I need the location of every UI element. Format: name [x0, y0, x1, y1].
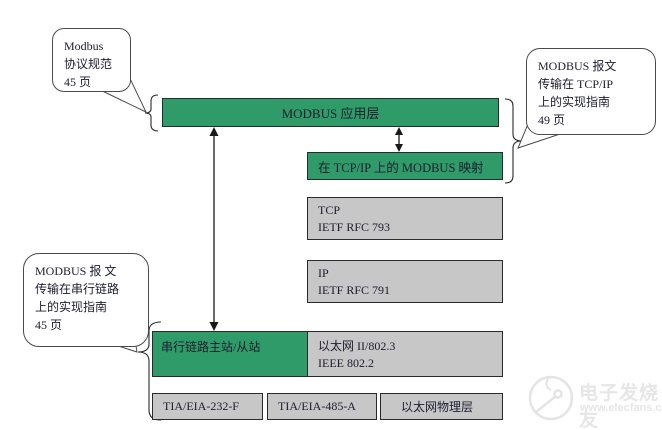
- box-tcpip-mapping: 在 TCP/IP 上的 MODBUS 映射: [307, 152, 503, 180]
- box-tia-485-label: TIA/EIA-485-A: [278, 399, 356, 413]
- callout-serial-guide-line3: 上的实现指南: [35, 300, 108, 314]
- box-ip-line1: IP: [318, 266, 329, 280]
- callout-tcpip-guide-line4: 49 页: [538, 113, 566, 127]
- box-tia-232-label: TIA/EIA-232-F: [163, 399, 239, 413]
- box-ethernet-phy-label: 以太网物理层: [401, 400, 474, 414]
- box-tcp-line1: TCP: [318, 203, 341, 217]
- box-tia-232: TIA/EIA-232-F: [152, 393, 263, 420]
- watermark-title: 电子发烧友: [579, 383, 660, 430]
- box-ip: IP IETF RFC 791: [307, 260, 503, 303]
- callout-serial-guide-line4: 45 页: [35, 318, 63, 332]
- box-tcpip-mapping-label: 在 TCP/IP 上的 MODBUS 映射: [318, 160, 484, 175]
- double-arrow-short-icon: [395, 127, 403, 152]
- double-arrow-vertical-icon: [209, 127, 219, 331]
- box-tcp: TCP IETF RFC 793: [307, 197, 503, 240]
- callout-tcpip-guide: MODBUS 报文 传输在 TCP/IP 上的实现指南 49 页: [526, 48, 656, 135]
- right-brace-icon: [504, 98, 523, 184]
- callout-serial-guide-line1: MODBUS 报 文: [35, 264, 117, 278]
- callout-tcpip-guide-line3: 上的实现指南: [538, 95, 611, 109]
- box-ip-line2: IETF RFC 791: [318, 283, 391, 297]
- callout-modbus-spec-line2: 协议规范: [64, 57, 113, 71]
- callout-modbus-spec-line1: Modbus: [64, 39, 104, 53]
- box-tia-485: TIA/EIA-485-A: [267, 393, 377, 420]
- left-brace-top-icon: [144, 94, 159, 132]
- elecfans-logo-icon: [528, 375, 574, 421]
- box-ethernet: 以太网 II/802.3 IEEE 802.2: [307, 331, 503, 377]
- box-serial-link: 串行链路主站/从站: [152, 331, 308, 377]
- box-modbus-app-layer-label: MODBUS 应用层: [281, 106, 380, 121]
- box-ethernet-line2: IEEE 802.2: [318, 356, 374, 370]
- box-tcp-line2: IETF RFC 793: [318, 220, 391, 234]
- callout-serial-guide: MODBUS 报 文 传输在串行链路 上的实现指南 45 页: [23, 253, 149, 347]
- box-ethernet-line1: 以太网 II/802.3: [318, 339, 396, 353]
- callout-tcpip-guide-line1: MODBUS 报文: [538, 59, 617, 73]
- box-modbus-app-layer: MODBUS 应用层: [162, 98, 499, 127]
- box-serial-link-label: 串行链路主站/从站: [161, 340, 261, 354]
- box-ethernet-phy: 以太网物理层: [380, 393, 503, 420]
- callout-serial-guide-line2: 传输在串行链路: [35, 282, 120, 296]
- callout-modbus-spec: Modbus 协议规范 45 页: [52, 28, 131, 92]
- callout-tcpip-guide-line2: 传输在 TCP/IP: [538, 77, 614, 91]
- watermark-url: www.elecfans.com: [580, 402, 662, 414]
- callout-modbus-spec-line3: 45 页: [64, 75, 92, 89]
